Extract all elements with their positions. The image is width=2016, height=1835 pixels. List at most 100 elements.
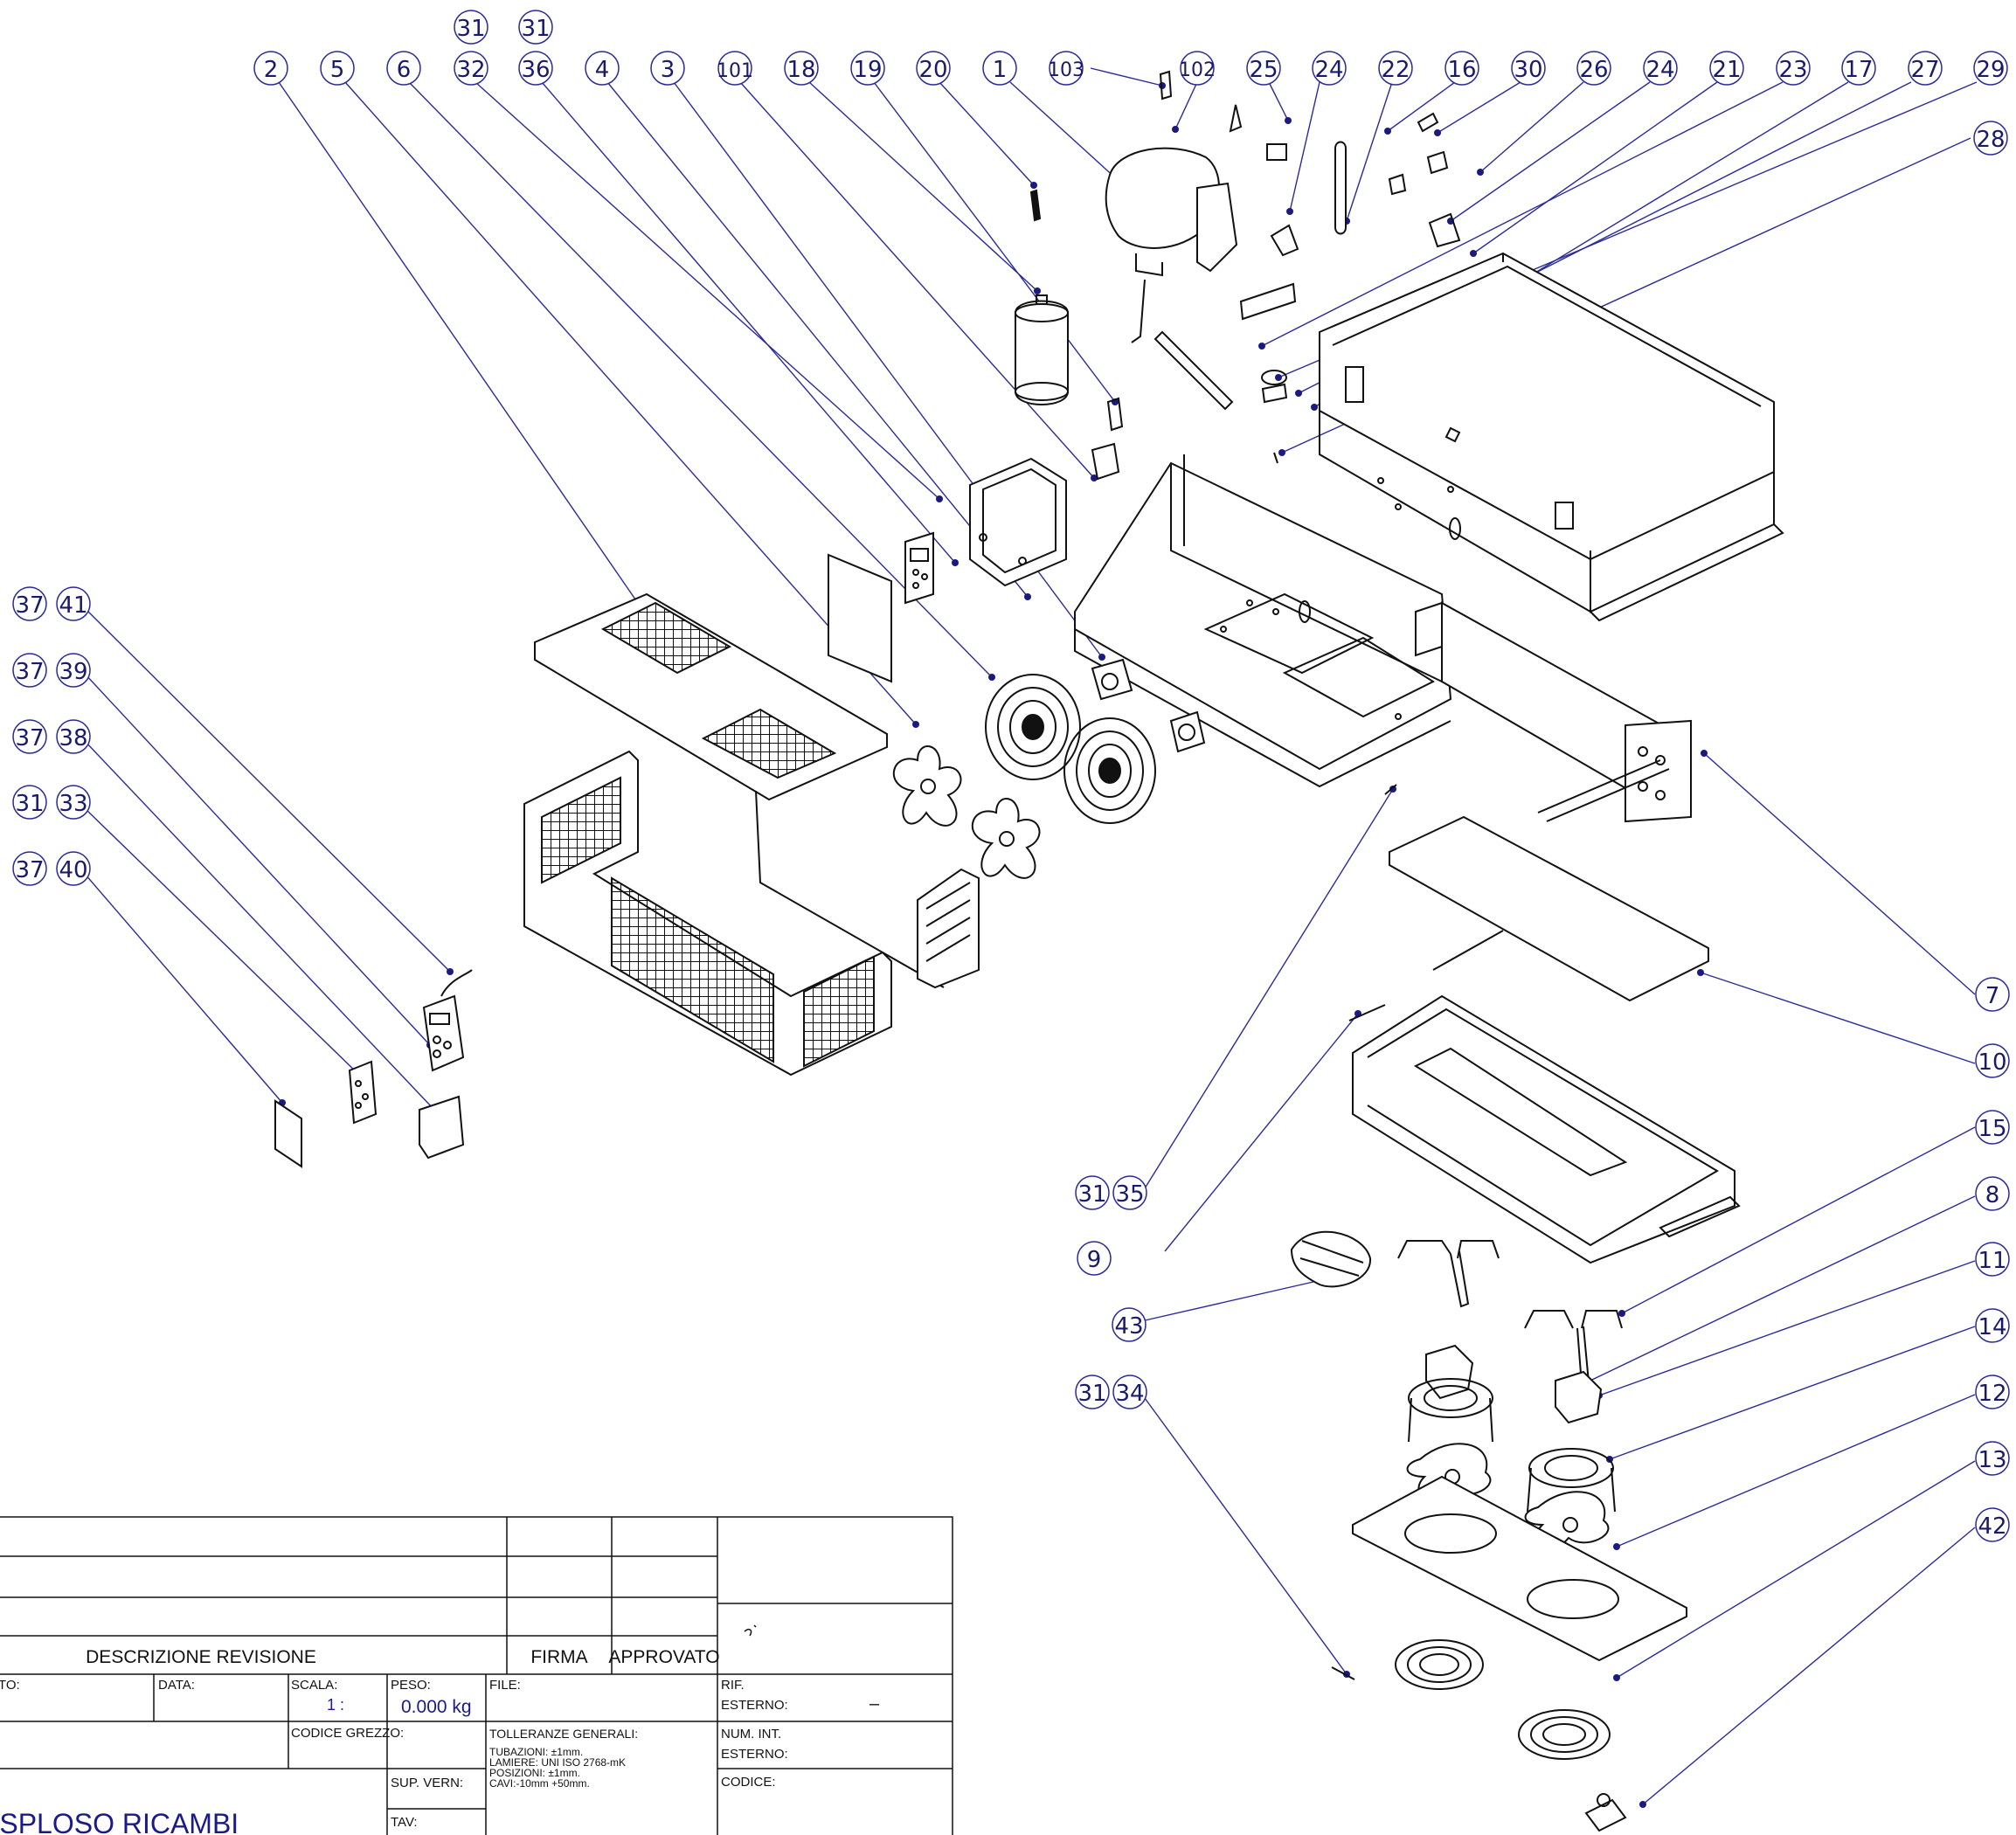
balloon[interactable]: 9 [1077,1241,1112,1276]
tolleranze-lamiere: LAMIERE: UNI ISO 2768-mK [489,1756,626,1769]
balloon[interactable]: 36 [518,51,553,86]
balloon[interactable]: 3 [650,51,685,86]
num-int-label: NUM. INT. [721,1727,781,1742]
svg-text:35: 35 [1115,1181,1144,1208]
balloon[interactable]: 11 [1975,1242,2010,1277]
codice-grezzo-label: CODICE GREZZO: [291,1726,404,1741]
balloon[interactable]: 31 [454,10,488,45]
svg-text:22: 22 [1381,57,1410,83]
balloon[interactable]: 8 [1975,1176,2010,1211]
probe-34 [1331,1666,1355,1680]
title-block [0,1516,953,1835]
remote-controller [422,969,473,1072]
balloon[interactable]: 22 [1378,51,1413,86]
revision-description-header: DESCRIZIONE REVISIONE [86,1647,316,1667]
balloon[interactable]: 28 [1973,121,2008,156]
svg-text:1: 1 [993,57,1008,83]
svg-text:103: 103 [1048,59,1084,81]
condenser-coil [917,868,980,989]
balloon[interactable]: 102 [1179,51,1216,86]
balloon[interactable]: 6 [386,51,421,86]
svg-text:4: 4 [595,57,610,83]
grid-enclosure [523,750,945,1077]
svg-text:20: 20 [918,57,947,83]
tolleranze-posizioni: POSIZIONI: ±1mm. [489,1767,580,1779]
balloon[interactable]: 20 [916,51,951,86]
svg-text:18: 18 [786,57,815,83]
balloon[interactable]: 1 [982,51,1017,86]
svg-text:14: 14 [1978,1314,2006,1340]
flat-panel [828,553,892,683]
balloon[interactable]: 25 [1246,51,1281,86]
svg-text:9: 9 [1087,1247,1102,1273]
balloon[interactable]: 24 [1643,51,1678,86]
balloon[interactable]: 19 [850,51,885,86]
balloon[interactable]: 13 [1975,1441,2010,1476]
fan-motors [1091,658,1206,753]
balloon[interactable]: 12 [1975,1375,2010,1409]
evaporator-fan-guards [1408,1378,1616,1513]
balloon[interactable]: 43 [1112,1307,1147,1342]
compressor [1105,147,1238,343]
svg-text:24: 24 [1645,57,1674,83]
drip-tray [1352,994,1741,1264]
peso-label: PESO: [391,1678,431,1693]
balloon[interactable]: 31 [518,10,553,45]
data-label: DATA: [158,1678,195,1693]
svg-text:15: 15 [1978,1116,2006,1142]
scala-value: 1 : [327,1696,344,1714]
balloon[interactable]: 2 [253,51,288,86]
tolleranze-cavi: CAVI:-10mm +50mm. [489,1777,590,1790]
balloon-pair[interactable]: 31 35 [1075,1175,1147,1210]
svg-text:19: 19 [853,57,882,83]
balloon[interactable]: 14 [1975,1308,2010,1343]
svg-text:40: 40 [59,857,87,883]
svg-text:102: 102 [1179,59,1216,81]
svg-text:31: 31 [15,791,44,817]
liquid-receiver [1015,294,1069,405]
balloon[interactable]: 10 [1975,1043,2010,1078]
balloon[interactable]: 16 [1444,51,1479,86]
balloon[interactable]: 26 [1576,51,1611,86]
balloon[interactable]: 5 [320,51,355,86]
balloon[interactable]: 4 [585,51,620,86]
file-label: FILE: [489,1678,521,1693]
fan-mounting-plate [1352,1475,1687,1662]
balloon[interactable]: 29 [1973,51,2008,86]
side-exchanger [1441,601,1692,823]
tolleranze-tubazioni: TUBAZIONI: ±1mm. [489,1746,583,1758]
balloon[interactable]: 101 [717,51,753,86]
balloon[interactable]: 27 [1908,51,1943,86]
balloon[interactable]: 103 [1048,51,1084,86]
balloon[interactable]: 7 [1975,977,2010,1012]
svg-text:6: 6 [397,57,412,83]
balloon[interactable]: 18 [784,51,819,86]
balloon[interactable]: 32 [454,51,488,86]
title-block-text: DESCRIZIONE REVISIONE FIRMA APPROVATO TO… [0,1647,880,1835]
svg-text:7: 7 [1985,983,2000,1009]
svg-text:38: 38 [59,725,87,751]
balloon[interactable]: 21 [1709,51,1744,86]
balloon[interactable]: 42 [1975,1507,2010,1542]
svg-text:3: 3 [661,57,675,83]
svg-text:16: 16 [1447,57,1476,83]
balloon[interactable]: 15 [1975,1110,2010,1145]
balloon[interactable]: 24 [1312,51,1347,86]
balloon[interactable]: 30 [1511,51,1546,86]
balloon[interactable]: 17 [1841,51,1876,86]
top-grid-panel [534,592,888,801]
balloon[interactable]: 23 [1776,51,1811,86]
drain-frame [1389,815,1709,1002]
scala-label: SCALA: [291,1678,337,1693]
svg-text:31: 31 [521,16,550,42]
svg-text:31: 31 [1077,1181,1106,1208]
svg-text:42: 42 [1978,1513,2006,1540]
codice-label: CODICE: [721,1775,776,1790]
svg-text:27: 27 [1910,57,1939,83]
